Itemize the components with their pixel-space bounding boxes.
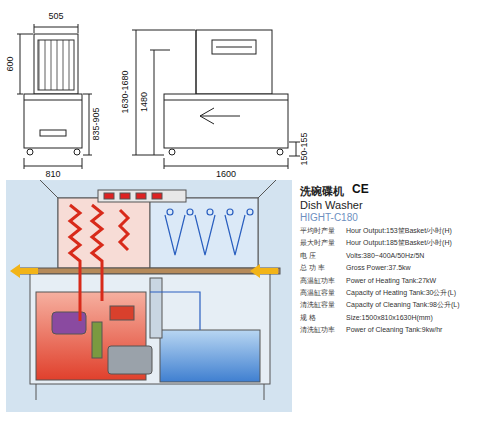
spec-text: Power of Heating Tank:27kW — [346, 277, 436, 285]
dimension-text: 600 — [6, 55, 16, 72]
spec-text: 高温缸功率 — [300, 277, 335, 285]
spec-text: Gross Power:37.5kw — [346, 264, 411, 272]
spec-text: 清洗缸容量 — [300, 301, 335, 309]
spec-text: Hour Output:153筐Basket/小时(H) — [346, 227, 452, 235]
spec-text: 最大时产量 — [300, 239, 335, 247]
dimension-text: 1600 — [215, 170, 237, 180]
spec-text: Capacity of Cleaning Tank:98公升(L) — [346, 301, 459, 309]
spec-text: Volts:380~400A/50Hz/5N — [346, 252, 424, 260]
dimension-text: 835-905 — [92, 106, 102, 141]
spec-text: 总 功 率 — [300, 264, 325, 272]
dimension-text: 810 — [44, 170, 61, 180]
spec-text: Capacity of Heating Tank:30公升(L) — [346, 289, 456, 297]
ce-mark: CE — [352, 183, 369, 196]
spec-text: 规 格 — [300, 314, 316, 322]
dimension-text: 1480 — [140, 91, 150, 113]
spec-text: 清洗缸功率 — [300, 326, 335, 334]
subtitle: HIGHT-C180 — [300, 212, 358, 223]
dimension-text: 150-155 — [300, 131, 310, 166]
title: 洗碗碟机 — [300, 185, 344, 197]
spec-text: 电 压 — [300, 252, 316, 260]
dimension-text: 1630-1680 — [121, 69, 131, 114]
spec-text: 高温缸容量 — [300, 289, 335, 297]
spec-text: 平均时产量 — [300, 227, 335, 235]
dimension-text: 505 — [47, 12, 64, 22]
subtitle: Dish Washer — [300, 199, 363, 211]
spec-text: Power of Cleaning Tank:9kw/hr — [346, 326, 442, 334]
spec-text: Hour Output:185筐Basket/小时(H) — [346, 239, 452, 247]
spec-text: Size:1500x810x1630H(mm) — [346, 314, 433, 322]
